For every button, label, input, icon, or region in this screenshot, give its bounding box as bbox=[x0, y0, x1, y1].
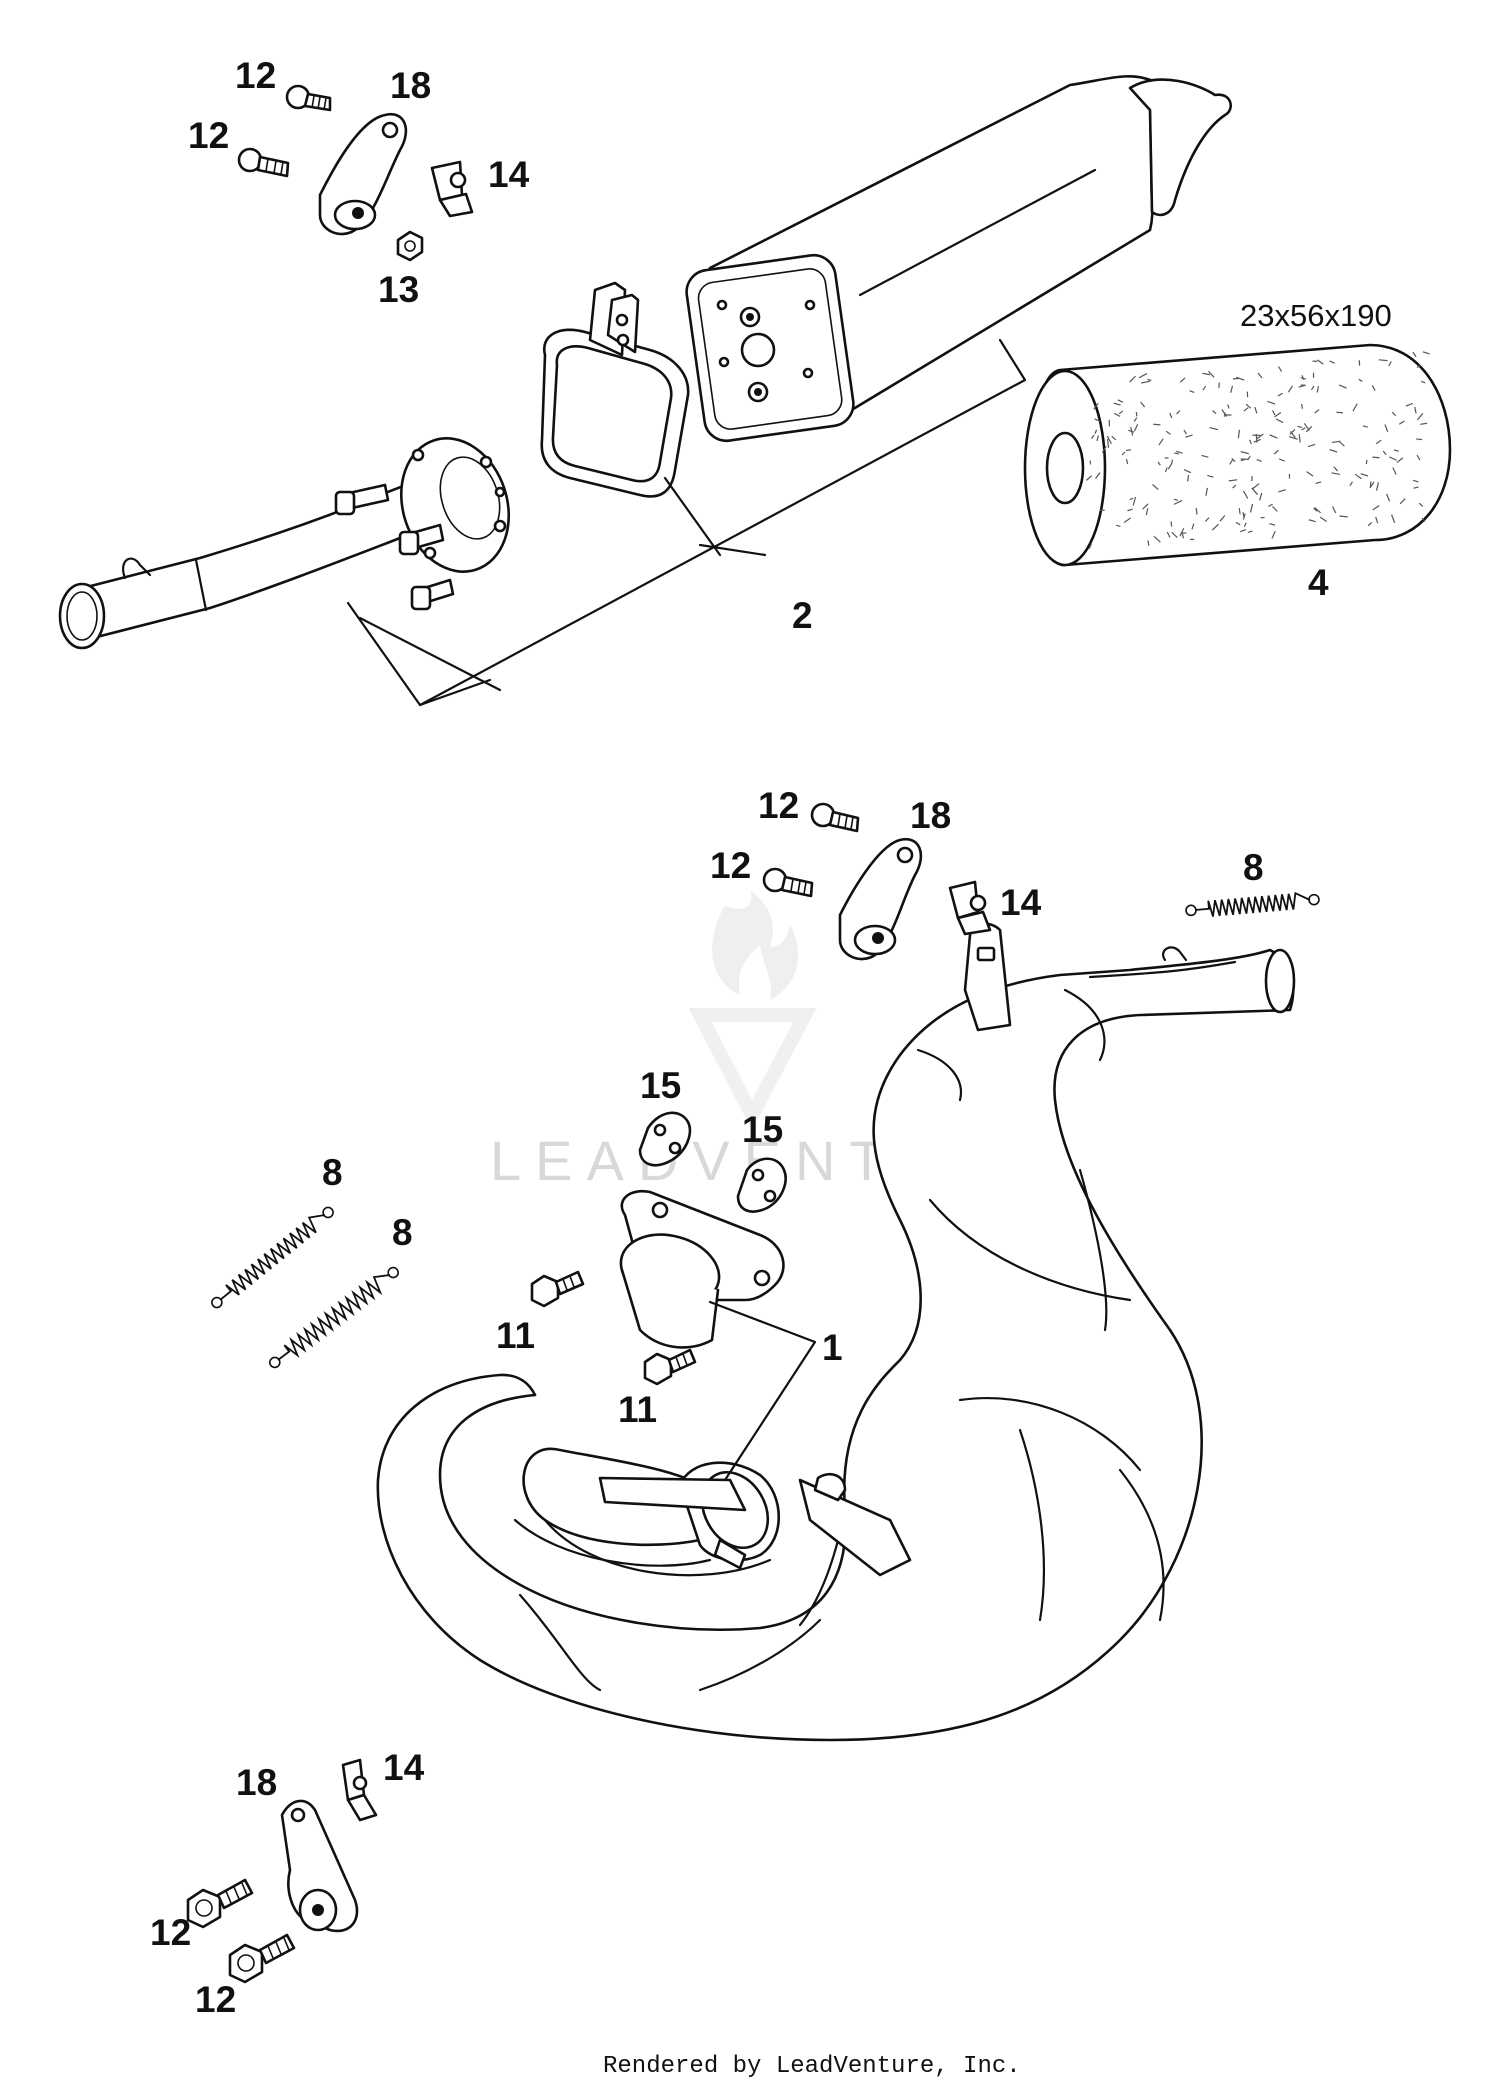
silencer-insulation-insert bbox=[1023, 343, 1452, 567]
silencer-inlet-pipe bbox=[58, 437, 511, 650]
callout-18: 18 bbox=[910, 795, 951, 836]
spring-8-left-a bbox=[211, 1206, 334, 1309]
callout-4: 4 bbox=[1308, 562, 1329, 603]
gasket-15-b bbox=[736, 1157, 787, 1213]
callout-2: 2 bbox=[792, 595, 813, 636]
callout-12: 12 bbox=[150, 1912, 191, 1953]
bottom-bracket-18 bbox=[280, 1799, 359, 1933]
callout-1: 1 bbox=[822, 1327, 843, 1368]
top-clip-nut-14 bbox=[430, 160, 474, 218]
leader-part-1 bbox=[708, 1300, 817, 1482]
insert-dimensions: 23x56x190 bbox=[1240, 298, 1392, 333]
silencer-clamp bbox=[540, 281, 690, 498]
bottom-clip-nut-14 bbox=[341, 1758, 378, 1822]
top-nut-13 bbox=[396, 230, 424, 262]
mid-bolt-12-c bbox=[810, 802, 860, 833]
callout-12: 12 bbox=[188, 115, 229, 156]
top-bolt-12-b bbox=[237, 147, 290, 178]
top-bracket-18 bbox=[318, 112, 408, 236]
manifold-bolt-11-b bbox=[643, 1348, 697, 1386]
top-bolt-12-a bbox=[285, 84, 332, 112]
spring-8-top bbox=[1185, 891, 1320, 917]
callout-12: 12 bbox=[195, 1979, 236, 2020]
callout-12: 12 bbox=[235, 55, 276, 96]
spring-8-left-b bbox=[269, 1266, 399, 1369]
exhaust-side-tab bbox=[798, 1473, 912, 1577]
exhaust-inlet bbox=[513, 1447, 780, 1577]
bottom-bolt-12-f bbox=[228, 1933, 296, 1984]
callout-14: 14 bbox=[383, 1747, 425, 1788]
mid-bolt-12-d bbox=[762, 867, 814, 898]
callout-12: 12 bbox=[758, 785, 799, 826]
callout-8: 8 bbox=[322, 1152, 343, 1193]
flange-screws bbox=[334, 483, 455, 611]
callout-8: 8 bbox=[392, 1212, 413, 1253]
callout-15: 15 bbox=[742, 1109, 783, 1150]
manifold-flange bbox=[619, 1189, 785, 1349]
callout-11: 11 bbox=[618, 1389, 657, 1430]
leader-part-2 bbox=[346, 338, 1027, 707]
footer-credit: Rendered by LeadVenture, Inc. bbox=[603, 2053, 1021, 2080]
silencer-body bbox=[685, 75, 1232, 443]
mid-bracket-18 bbox=[838, 837, 923, 961]
callout-14: 14 bbox=[488, 154, 530, 195]
callout-12: 12 bbox=[710, 845, 751, 886]
manifold-bolt-11-a bbox=[530, 1270, 585, 1308]
callout-15: 15 bbox=[640, 1065, 681, 1106]
callout-18: 18 bbox=[236, 1762, 277, 1803]
callout-14: 14 bbox=[1000, 882, 1042, 923]
exhaust-mount-tab bbox=[963, 922, 1012, 1032]
callout-11: 11 bbox=[496, 1315, 535, 1356]
callout-18: 18 bbox=[390, 65, 431, 106]
watermark-logo bbox=[688, 890, 817, 1131]
callout-8: 8 bbox=[1243, 847, 1264, 888]
gasket-15-a bbox=[638, 1111, 692, 1167]
mid-clip-nut-14 bbox=[948, 880, 992, 936]
bottom-bolt-12-e bbox=[186, 1878, 254, 1929]
callout-13: 13 bbox=[378, 269, 419, 310]
